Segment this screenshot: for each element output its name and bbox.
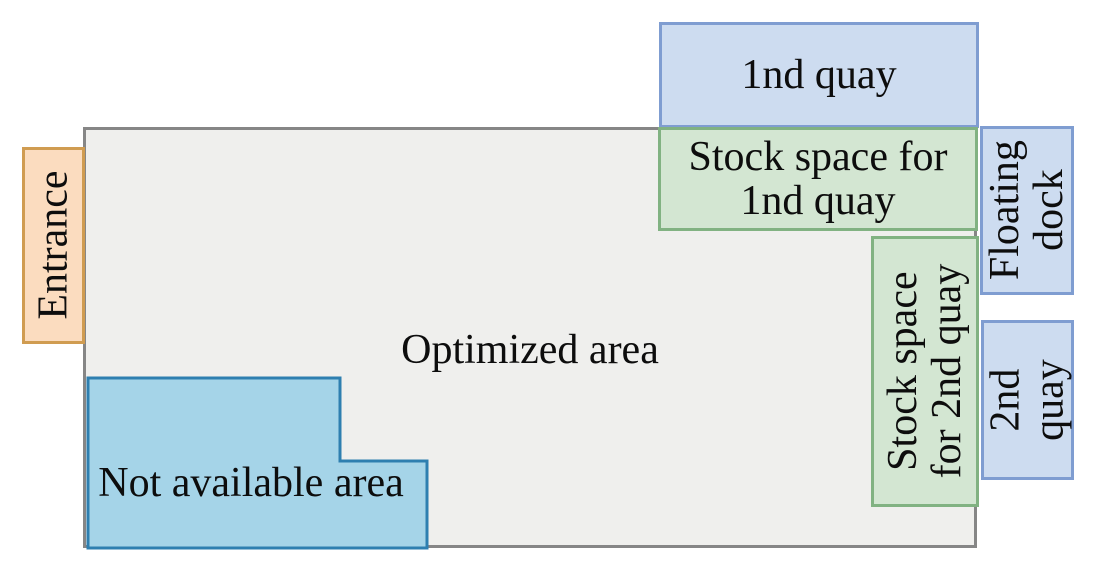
entrance-label: Entrance: [30, 170, 77, 321]
stock-space-second-quay-region: Stock space for 2nd quay: [871, 236, 979, 507]
floating-dock-region: Floating dock: [980, 126, 1074, 295]
stock-space-second-quay-label: Stock space for 2nd quay: [879, 264, 970, 479]
entrance-region: Entrance: [22, 147, 85, 344]
second-quay-label: 2nd quay: [982, 359, 1073, 441]
first-quay-region: 1nd quay: [659, 22, 979, 128]
first-quay-label: 1nd quay: [741, 51, 897, 98]
stock-space-first-quay-label: Stock space for 1nd quay: [688, 133, 948, 224]
second-quay-region: 2nd quay: [981, 320, 1074, 480]
optimized-area-label: Optimized area: [401, 327, 659, 373]
floating-dock-label: Floating dock: [981, 140, 1073, 281]
stock-space-first-quay-region: Stock space for 1nd quay: [658, 127, 978, 231]
not-available-label: Not available area: [98, 460, 404, 506]
